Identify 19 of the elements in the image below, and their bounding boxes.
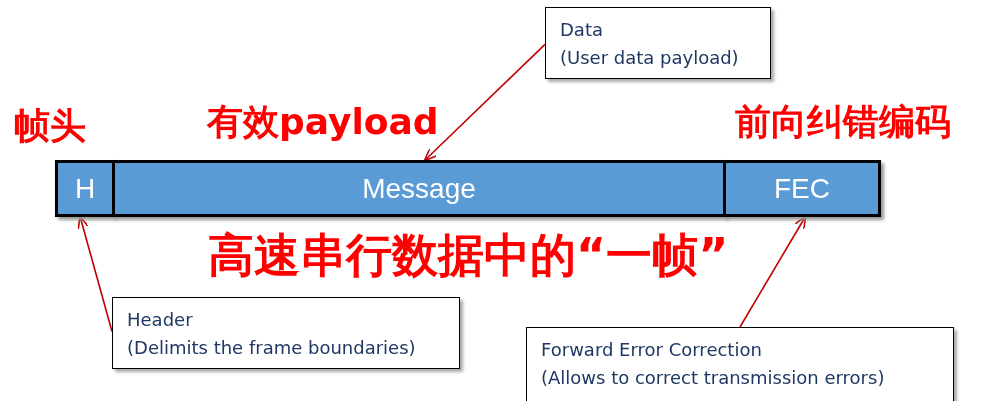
diagram-caption: 高速串行数据中的“一帧” <box>208 232 729 278</box>
callout-title: Forward Error Correction <box>541 338 763 362</box>
callout-title: Header <box>127 308 194 332</box>
callout-box <box>545 7 771 79</box>
callout-text: (Allows to correct transmission errors) <box>541 366 886 390</box>
frame-segment: FEC <box>723 160 881 217</box>
callout-text: (User data payload) <box>560 46 740 70</box>
leader-line <box>77 215 113 333</box>
leader-line <box>423 43 546 162</box>
section-label: 帧头 <box>14 108 86 144</box>
frame-segment: Message <box>112 160 726 217</box>
callout-text: (Delimits the frame boundaries) <box>127 336 417 360</box>
section-label: 有效payload <box>207 104 439 140</box>
callout-box <box>526 327 954 401</box>
callout-box <box>112 297 460 369</box>
leader-line <box>739 215 807 328</box>
section-label: 前向纠错编码 <box>735 104 951 140</box>
frame-segment: H <box>55 160 115 217</box>
callout-title: Data <box>560 18 604 42</box>
